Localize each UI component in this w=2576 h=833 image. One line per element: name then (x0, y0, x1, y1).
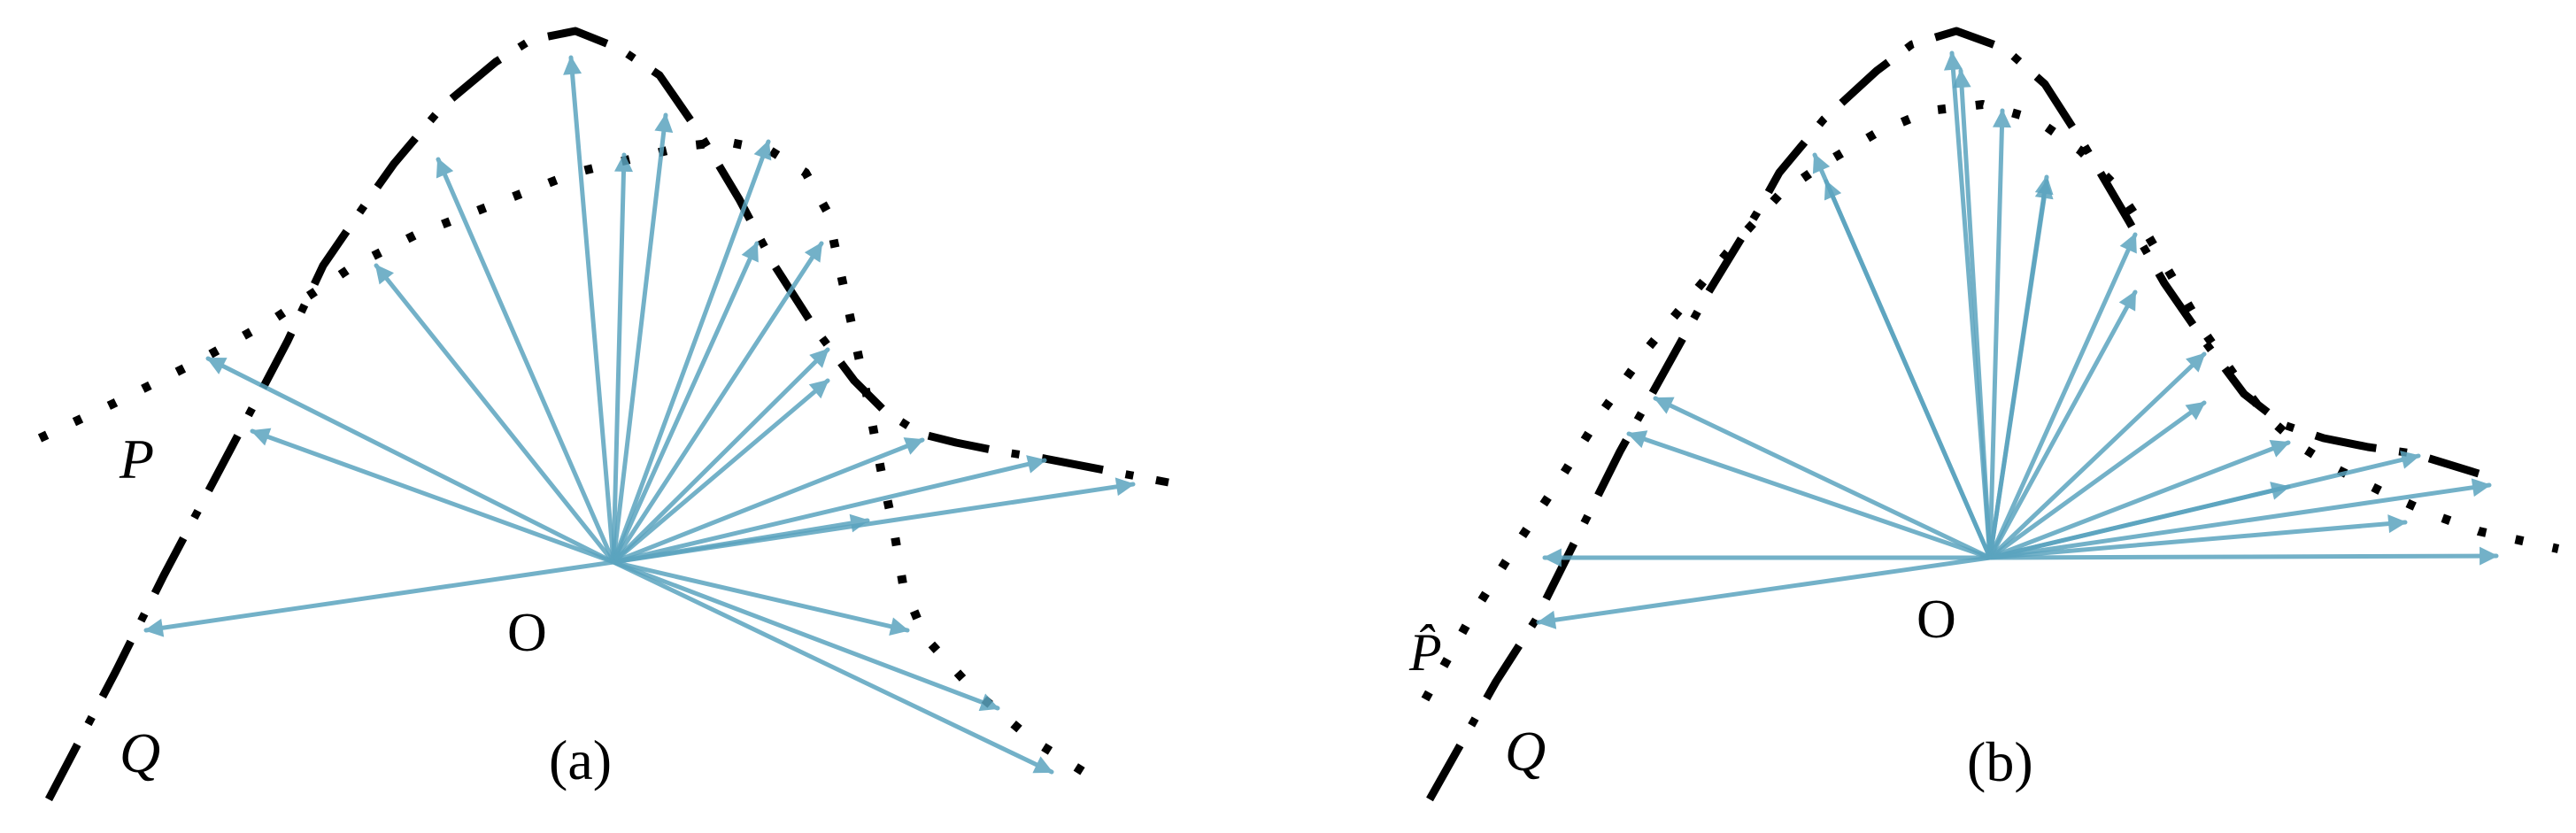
curve-p-hat-b (1421, 100, 2560, 702)
vector-arrow (1987, 179, 2054, 560)
vector-arrow (1987, 440, 2291, 560)
vector-arrow (436, 157, 616, 565)
arrow-group-a (143, 55, 1136, 775)
panel-a: P Q O (a) (37, 27, 1169, 802)
vector-arrow (611, 477, 1136, 565)
vector-arrow (1536, 555, 1993, 629)
curve-p-a (37, 137, 1105, 788)
vector-arrow (1653, 396, 1993, 560)
caption-a: (a) (549, 729, 612, 791)
vector-arrow (374, 263, 616, 565)
vector-arrow (1987, 108, 2011, 560)
vector-arrow (611, 437, 925, 565)
origin-label-b: O (1917, 590, 1956, 650)
vector-arrow (1987, 514, 2408, 560)
vector-arrow (611, 139, 772, 565)
vector-arrow (611, 112, 674, 565)
label-q-a: Q (120, 721, 160, 784)
vector-arrow (1987, 478, 2492, 560)
panel-b: P̂ Q O (b) (1408, 27, 2560, 802)
vector-arrow (611, 378, 830, 565)
vector-arrow (1987, 289, 2138, 560)
vector-arrow (1987, 546, 2499, 566)
origin-label-a: O (507, 603, 547, 663)
vector-arrow (611, 559, 1000, 712)
vector-arrow (250, 428, 616, 565)
vector-arrow (1987, 351, 2207, 560)
vector-arrow (205, 356, 616, 565)
arrow-group-b (1536, 50, 2499, 629)
vector-arrow (1987, 400, 2207, 560)
vector-arrow (611, 241, 760, 565)
vector-arrow (611, 559, 910, 636)
vector-arrow (1626, 430, 1993, 560)
vector-arrow (1987, 451, 2421, 560)
caption-b: (b) (1967, 730, 2033, 793)
vector-arrow (611, 152, 634, 565)
vector-arrow (1824, 179, 1993, 560)
vector-arrow (1952, 68, 1993, 560)
vector-arrow (611, 455, 1047, 565)
label-p-a: P (119, 428, 154, 490)
label-q-b: Q (1505, 720, 1546, 783)
label-p-hat-b: P̂ (1408, 623, 1442, 682)
vector-arrow (611, 347, 830, 565)
curve-q-b (1426, 27, 2480, 802)
vector-arrow (143, 559, 616, 637)
vector-arrow (1987, 232, 2138, 560)
vector-arrow (611, 241, 824, 565)
vector-arrow (563, 55, 616, 565)
vector-arrow (611, 559, 1054, 775)
curve-q-a (45, 27, 1169, 802)
